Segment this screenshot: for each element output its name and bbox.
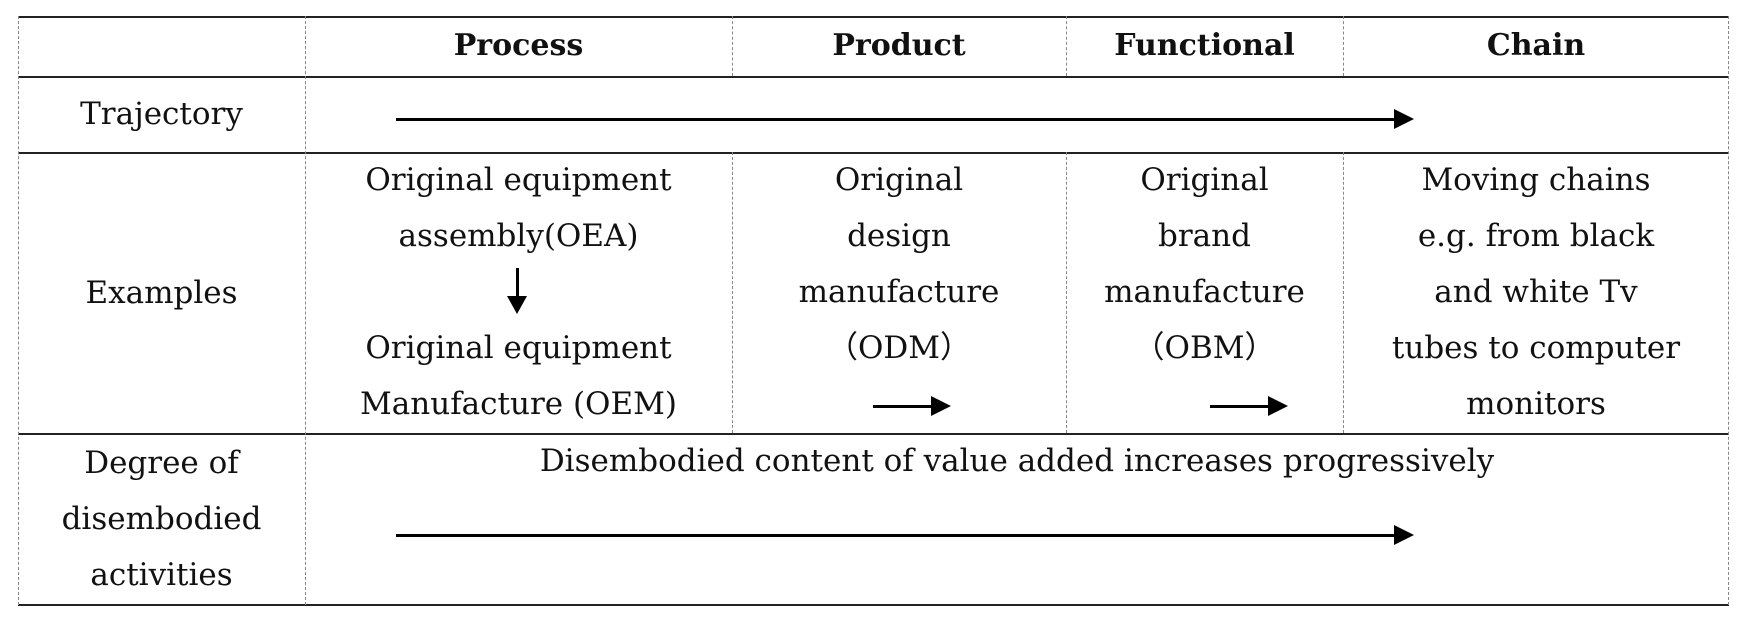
chain-line-3: and white Tv [1434, 274, 1638, 310]
examples-product-cell: Original design manufacture （ODM） [732, 152, 1066, 433]
top-rule [18, 16, 1729, 18]
degree-label-line-3: activities [90, 556, 233, 593]
row-label-degree: Degree of disembodied activities [18, 433, 305, 604]
oem-line-2: Manufacture (OEM) [360, 386, 677, 422]
process-product-divider-header [732, 16, 733, 76]
obm-right-arrow-icon [1210, 396, 1288, 416]
down-arrow-container [507, 264, 528, 320]
chain-line-1: Moving chains [1421, 162, 1651, 198]
oea-line-2: assembly(OEA) [398, 218, 639, 254]
left-border [18, 16, 19, 605]
examples-process-cell: Original equipment assembly(OEA) Origina… [305, 152, 732, 433]
chain-line-2: e.g. from black [1417, 218, 1655, 254]
degree-description: Disembodied content of value added incre… [539, 443, 1495, 479]
odm-line-4: （ODM） [826, 330, 971, 366]
functional-chain-divider-header [1343, 16, 1344, 76]
degree-label-line-2: disembodied [61, 500, 262, 537]
process-product-divider-examples [732, 152, 733, 433]
header-functional: Functional [1114, 28, 1295, 63]
oem-line-1: Original equipment [365, 330, 672, 366]
odm-line-3: manufacture [798, 274, 1000, 310]
header-chain: Chain [1486, 28, 1586, 63]
row-label-trajectory: Trajectory [80, 96, 243, 132]
product-functional-divider-examples [1066, 152, 1067, 433]
odm-line-1: Original [834, 162, 964, 198]
chain-line-5: monitors [1466, 386, 1606, 422]
right-border [1728, 16, 1729, 605]
odm-right-arrow-icon [873, 396, 951, 416]
down-arrow-icon [507, 268, 528, 314]
obm-line-2: brand [1158, 218, 1251, 254]
header-rule [18, 76, 1729, 78]
label-column-divider [305, 16, 306, 605]
trajectory-rule [18, 152, 1729, 154]
functional-chain-divider-examples [1343, 152, 1344, 433]
examples-chain-cell: Moving chains e.g. from black and white … [1343, 152, 1729, 433]
degree-arrow-icon [396, 525, 1414, 545]
examples-rule [18, 433, 1729, 435]
trajectory-arrow-icon [396, 109, 1414, 129]
degree-label-line-1: Degree of [84, 444, 239, 481]
oea-line-1: Original equipment [365, 162, 672, 198]
obm-line-1: Original [1140, 162, 1269, 198]
header-product: Product [832, 28, 966, 63]
header-process: Process [453, 28, 584, 63]
product-functional-divider-header [1066, 16, 1067, 76]
row-label-examples: Examples [85, 274, 238, 311]
chain-line-4: tubes to computer [1391, 330, 1681, 366]
odm-line-2: design [847, 218, 951, 254]
obm-line-4: （OBM） [1133, 330, 1276, 366]
upgrading-trajectory-table: Process Product Functional Chain Traject… [18, 16, 1729, 606]
obm-line-3: manufacture [1104, 274, 1305, 310]
bottom-rule [18, 604, 1729, 606]
examples-functional-cell: Original brand manufacture （OBM） [1066, 152, 1343, 433]
